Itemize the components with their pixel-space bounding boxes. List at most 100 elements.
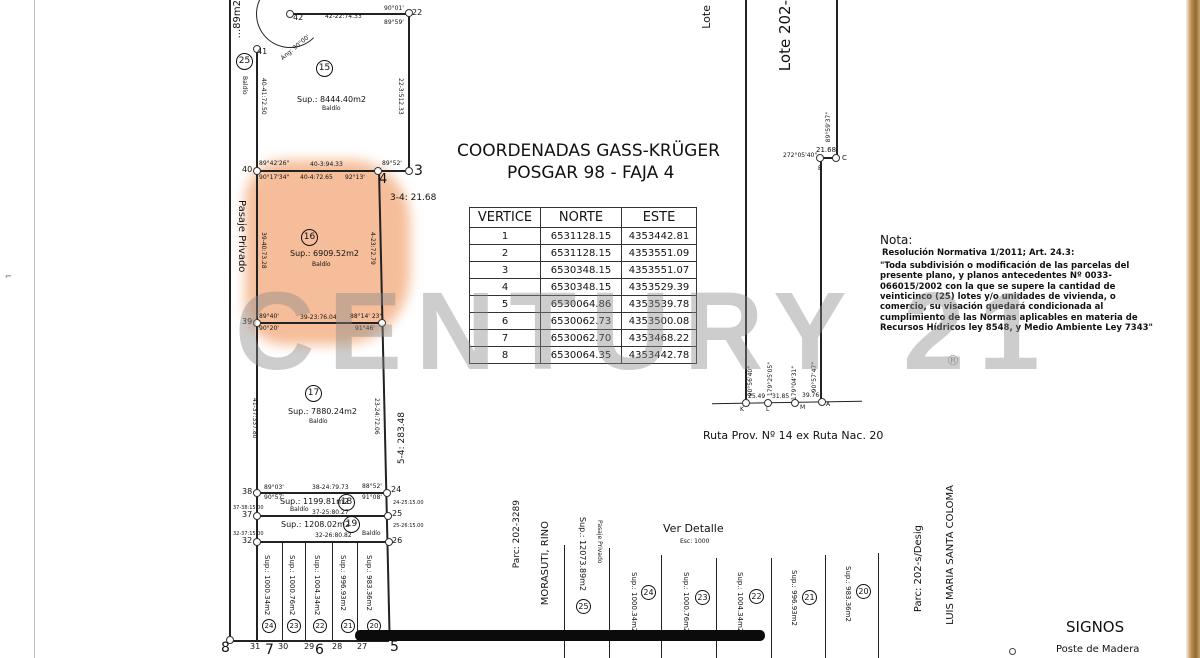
note-heading: Nota: <box>880 233 913 247</box>
vertex-6: 6 <box>315 642 324 658</box>
detail-divider-1 <box>564 545 566 658</box>
dim-40-4: 40-4:72.65 <box>300 174 333 181</box>
angle-4-left: 92°13' <box>345 174 365 181</box>
lot-19-status: Baldío <box>362 530 381 537</box>
small-lot-23-number: 23 <box>287 619 301 633</box>
vertex-7: 7 <box>265 642 274 658</box>
parc-202-sdesig-label: Parc: 202-s/Desig <box>913 525 924 613</box>
detail-divider-3 <box>661 555 663 658</box>
east-boundary-upper <box>408 12 410 172</box>
node-label-22: 22 <box>412 8 423 17</box>
right-plan-line-bc <box>819 157 837 159</box>
detail-lot-21-area: Sup.: 996.93m2 <box>790 570 798 626</box>
lot-25-bottom-number: 25 <box>576 599 591 614</box>
lote-202-label: Lote 202- <box>776 0 794 72</box>
small-lot-24-number: 24 <box>262 619 276 633</box>
dim-39-40: 39-40:73.28 <box>260 232 267 269</box>
ruta-label: Ruta Prov. Nº 14 ex Ruta Nac. 20 <box>703 429 884 442</box>
dim-42-22: 42-22:74.33 <box>325 13 362 20</box>
lot-divider-28 <box>357 541 359 641</box>
lot-17-status: Baldío <box>309 418 328 425</box>
node-22 <box>405 9 413 17</box>
line-39-23 <box>256 322 382 324</box>
lot-15-status: Baldío <box>322 105 341 112</box>
header-norte: NORTE <box>540 207 622 228</box>
lot-25-area: Sup.: 12073.89m2 <box>578 517 587 592</box>
node-25 <box>384 512 392 520</box>
angle-38-top: 89°03' <box>264 484 284 491</box>
lot-divider-34 <box>332 541 334 641</box>
line-42-22 <box>289 13 409 15</box>
detail-lot-21-number: 21 <box>802 590 817 605</box>
small-lot-24-area: Sup.: 1000.34m2 <box>263 555 271 616</box>
node-label-26: 26 <box>392 536 403 545</box>
dim-3-4: 3-4: 21.68 <box>390 193 437 203</box>
margin-mark-icon: ⌐ <box>5 272 12 281</box>
table-header-row: VERTICE NORTE ESTE <box>469 207 697 228</box>
lot-15-number: 15 <box>316 60 333 77</box>
lot-16-number: 16 <box>301 229 318 246</box>
angle-39-bottom: 90°20' <box>259 325 279 332</box>
note-body: "Toda subdivisión o modificación de las … <box>880 260 1153 334</box>
lot-18-number: 18 <box>338 494 355 511</box>
coordinates-title-line2: POSGAR 98 - FAJA 4 <box>507 163 675 183</box>
lot-18-area: Sup.: 1199.81m2 <box>280 497 349 506</box>
line-38-24 <box>256 492 388 494</box>
right-plan-east-line <box>836 0 838 158</box>
dim-40-41: 40-41:72.50 <box>260 78 267 115</box>
dim-23-24: 23-24:72.06 <box>373 398 380 435</box>
node-label-k: K <box>740 406 744 413</box>
node-label-m: M <box>800 404 806 411</box>
node-8 <box>226 636 234 644</box>
node-42 <box>286 10 294 18</box>
line-37-25 <box>256 515 388 517</box>
node-label-28: 28 <box>332 642 343 651</box>
dim-38-24: 38-24:79.73 <box>312 484 349 491</box>
node-label-24: 24 <box>391 485 402 494</box>
node-k <box>742 399 750 407</box>
dim-39-23: 39-23:76.04 <box>300 314 337 321</box>
detail-lot-20-number: 20 <box>856 584 871 599</box>
parc-202-3289-label: Parc: 202-3289 <box>512 500 522 569</box>
detail-divider-6 <box>825 555 827 658</box>
vertex-3: 3 <box>414 163 423 179</box>
angle-40-bottom: 90°17'34" <box>259 174 290 181</box>
angle-c: 89°59'37" <box>825 112 832 143</box>
vertex-4: 4 <box>379 172 388 187</box>
node-label-c: C <box>842 154 847 162</box>
dim-37-25: 37-25:80.27 <box>312 509 349 516</box>
lot-25-status: Baldío <box>241 76 248 95</box>
vertex-5: 5 <box>390 639 399 655</box>
node-label-a: A <box>826 401 831 408</box>
node-label-29: 29 <box>304 642 315 651</box>
node-label-27: 27 <box>357 642 368 651</box>
node-c <box>832 154 840 162</box>
coordinates-title-line1: COORDENADAS GASS-KRÜGER <box>457 141 720 161</box>
dim-37-38: 37-38:15.00 <box>233 505 264 511</box>
pasaje-privado-bottom: Pasaje Privado <box>596 520 603 564</box>
node-39 <box>253 319 261 327</box>
detail-lot-23-area: Sup.: 1000.76m2 <box>682 572 690 633</box>
node-b <box>816 154 824 162</box>
detail-divider-4 <box>716 558 718 658</box>
lot-16-area: Sup.: 6909.52m2 <box>290 249 359 258</box>
right-plan-south-line <box>712 400 862 405</box>
node-m <box>791 399 799 407</box>
lot-19-area: Sup.: 1208.02m2 <box>281 520 350 529</box>
note-block: Nota: Resolución Normativa 1/2011; Art. … <box>880 233 1160 334</box>
node-label-31: 31 <box>250 642 261 651</box>
detail-lot-22-number: 22 <box>749 589 764 604</box>
node-l <box>764 399 772 407</box>
right-plan-line-b-a <box>820 157 822 402</box>
poste-madera-label: Poste de Madera <box>1056 644 1140 655</box>
dim-bc: 21.68 <box>816 146 837 154</box>
right-plan-west-line <box>745 0 747 402</box>
left-margin-line <box>34 0 35 658</box>
node-label-l: L <box>766 406 770 413</box>
node-41 <box>253 45 261 53</box>
detail-divider-5 <box>771 558 773 658</box>
header-este: ESTE <box>621 207 697 228</box>
